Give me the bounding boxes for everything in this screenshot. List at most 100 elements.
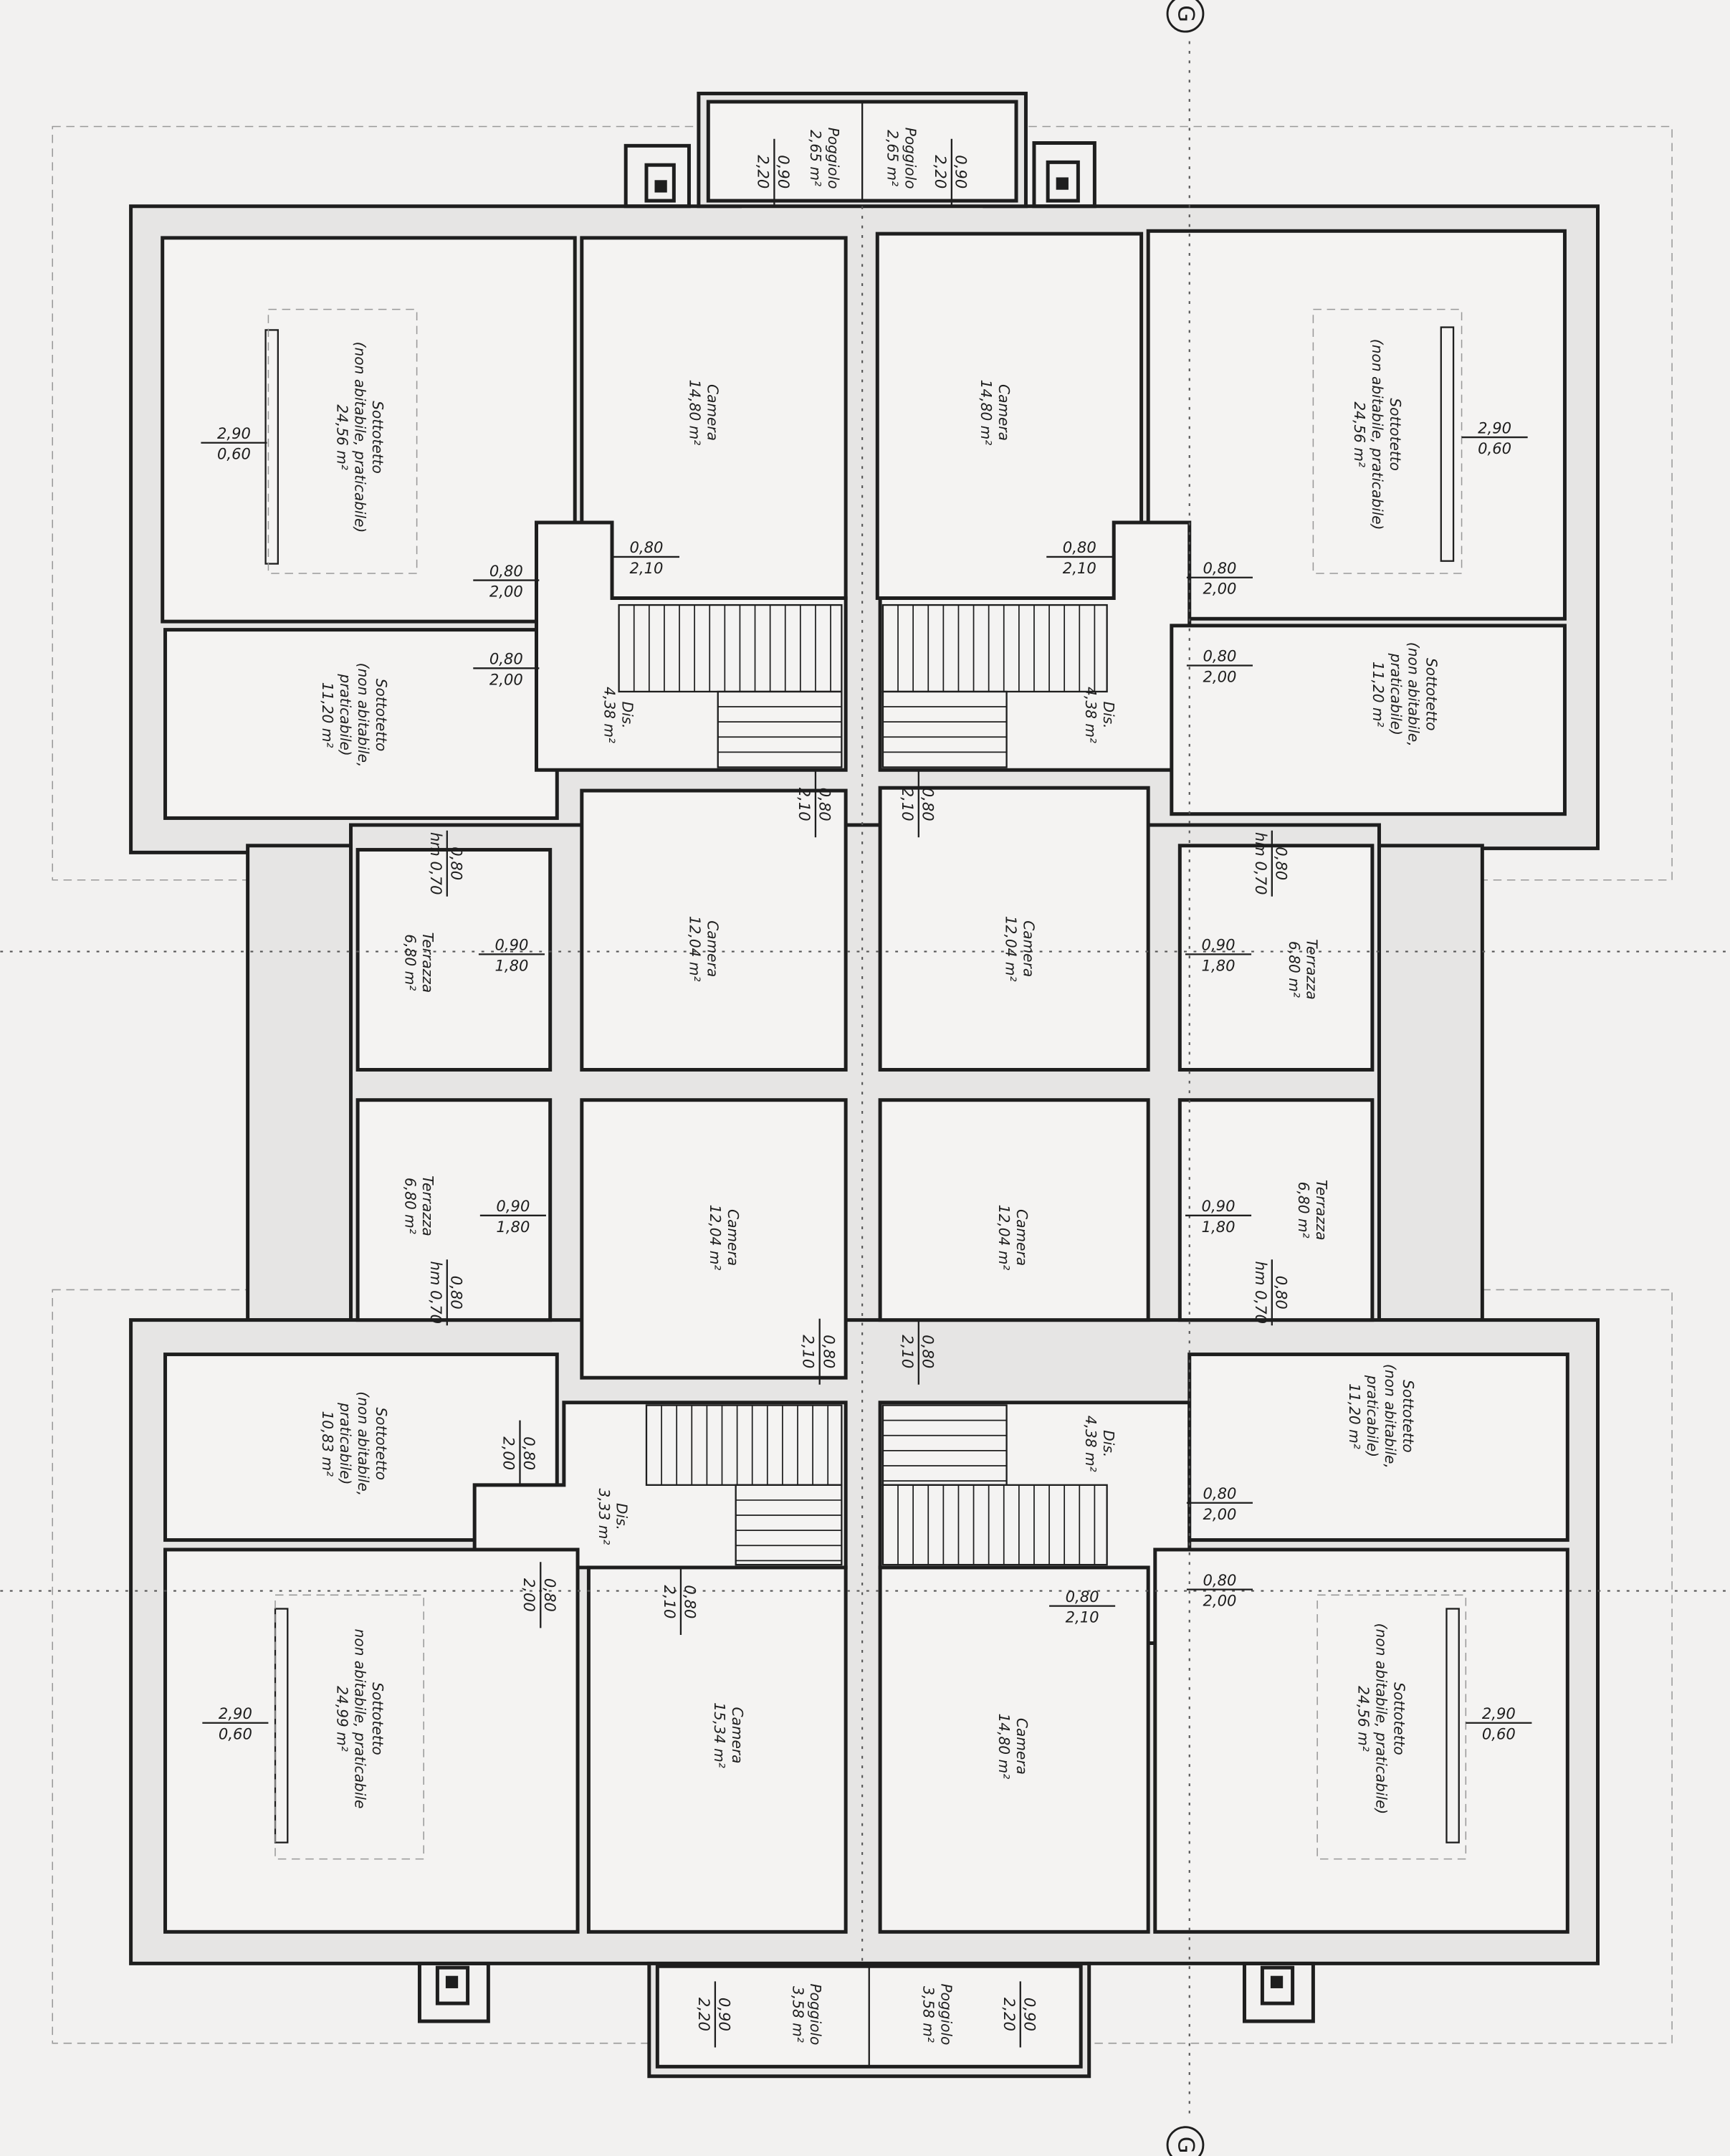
room-label-line: Camera [1013, 1718, 1031, 1775]
room-label-line: praticabile) [1364, 1375, 1381, 1457]
room-label-line: (non abitabile, [1382, 1364, 1399, 1469]
room-label: Dis.4,38 m² [601, 687, 636, 743]
dimension-width: 0,80 [1203, 559, 1236, 577]
opening-dimension: 0,901,80 [1185, 936, 1252, 974]
room-label: Dis.4,38 m² [1082, 687, 1117, 743]
room-label: Sottotetto(non abitabile,praticabile)11,… [1370, 642, 1440, 747]
room-label-line: 2,65 m² [807, 130, 824, 186]
dimension-height: 2,10 [795, 788, 813, 821]
room-label-line: 6,80 m² [1295, 1182, 1312, 1239]
room-label-line: praticabile) [337, 673, 354, 755]
dimension-height: 2,20 [1000, 1998, 1018, 2031]
dimension-height: 1,80 [1202, 1218, 1236, 1236]
dimension-height: 2,00 [489, 583, 523, 601]
dimension-width: 0,80 [1273, 1276, 1291, 1310]
room-label-line: Sottotetto [369, 1682, 386, 1755]
opening-dimension: 0,802,10 [1049, 1588, 1116, 1626]
room-outlines [161, 229, 1569, 1934]
room-label: Sottotetto(non abitabile,praticabile)11,… [1346, 1364, 1417, 1469]
opening-dimension: 0,802,10 [795, 771, 834, 838]
dimension-width: 0,90 [494, 936, 528, 954]
room-label: Dis.4,38 m² [1082, 1416, 1117, 1472]
dimension-width: 0,80 [682, 1585, 699, 1618]
room-label-line: Dis. [1100, 702, 1117, 729]
room-label: Sottotetto(non abitabile, praticabile)24… [1351, 339, 1404, 530]
opening-dimension: 0,802,10 [800, 1318, 838, 1385]
dimension-height: 0,60 [1482, 1725, 1516, 1743]
dimension-width: 0,80 [1203, 1484, 1236, 1502]
dimension-height: 2,10 [661, 1585, 679, 1618]
room-label-line: Poggiolo [825, 128, 842, 189]
dimension-height: 2,10 [899, 788, 917, 821]
dimension-width: 0,80 [816, 788, 834, 821]
opening-dimension: 2,900,60 [1461, 419, 1528, 457]
opening-dimension: 0,90 1,80 [478, 936, 545, 974]
room-label: Sottotetto(non abitabile,praticabile)11,… [319, 663, 390, 768]
dimension-height: 2,10 [1063, 559, 1096, 577]
opening-dimension: 0,802,00 [1186, 1571, 1253, 1610]
room-label-line: praticabile) [1387, 653, 1405, 735]
dimension-width: 0,80 [1203, 1571, 1236, 1589]
room-label-line: 11,20 m² [1370, 662, 1387, 728]
room-label-line: 14,80 m² [686, 380, 703, 446]
room-label-line: Camera [995, 384, 1013, 441]
dimension-width: 0,90 [1202, 1197, 1236, 1215]
room-label-line: 4,38 m² [1082, 1416, 1099, 1472]
opening-dimension: 0,802,10 [899, 1318, 937, 1385]
dimension-width: 0,80 [541, 1578, 559, 1612]
opening-dimension: 0,802,00 [1186, 1484, 1253, 1523]
dimension-width: 2,90 [1482, 1704, 1516, 1722]
dimension-width: 2,90 [217, 424, 251, 442]
dimension-width: 0,90 [496, 1197, 530, 1215]
room-label-line: 12,04 m² [1003, 916, 1020, 982]
room-label-line: Poggiolo [902, 128, 919, 189]
opening-dimension: 0,80 2,00 [473, 562, 540, 601]
dimension-height: hm 0,70 [427, 832, 445, 895]
grid-axes [0, 41, 1730, 2118]
room-label-line: 15,34 m² [711, 1702, 728, 1768]
dimension-height: 0,60 [1478, 439, 1511, 457]
dimension-height: 2,00 [1203, 668, 1236, 686]
opening-dimension: 0,901,80 [479, 1197, 546, 1236]
axis-marker-top: G [1166, 0, 1205, 33]
dimension-width: 0,80 [1063, 538, 1096, 556]
dimension-height: hm 0,70 [427, 1261, 445, 1324]
dimension-height: 0,60 [217, 445, 251, 463]
room-label-line: 12,04 m² [995, 1205, 1013, 1271]
room-label-line: 24,56 m² [1351, 401, 1368, 467]
side-strip-right [1377, 844, 1484, 1322]
opening-dimension: 0,802,10 [899, 771, 937, 838]
dimension-width: 0,90 [716, 1998, 734, 2031]
room-label-line: Sottotetto [373, 679, 390, 752]
room-label-line: Poggiolo [807, 1984, 824, 2046]
dimension-height: 2,20 [932, 155, 950, 189]
room-label-line: Camera [704, 384, 721, 441]
room-label-line: Camera [1021, 920, 1038, 977]
dimension-width: 0,80 [489, 562, 523, 580]
room-label-line: Poggiolo [937, 1984, 955, 2046]
opening-dimension: 0,902,20 [1000, 1981, 1039, 2048]
room-label-line: 4,38 m² [601, 687, 618, 743]
opening-dimension: 0,802,00 [500, 1420, 538, 1487]
room-label-line: 12,04 m² [707, 1205, 724, 1271]
room-label-line: Sottotetto [369, 401, 386, 474]
opening-dimension: 0,802,00 [1186, 559, 1253, 598]
room-label: Dis.3,33 m² [596, 1489, 631, 1545]
dimension-height: 1,80 [494, 956, 528, 974]
room-label-line: 12,04 m² [686, 916, 703, 982]
room-label-line: (non abitabile, praticabile) [351, 342, 368, 533]
dimension-width: 0,80 [919, 1335, 937, 1368]
opening-dimension: 2,900,60 [202, 1704, 269, 1743]
room-label-line: 6,80 m² [401, 1178, 419, 1234]
